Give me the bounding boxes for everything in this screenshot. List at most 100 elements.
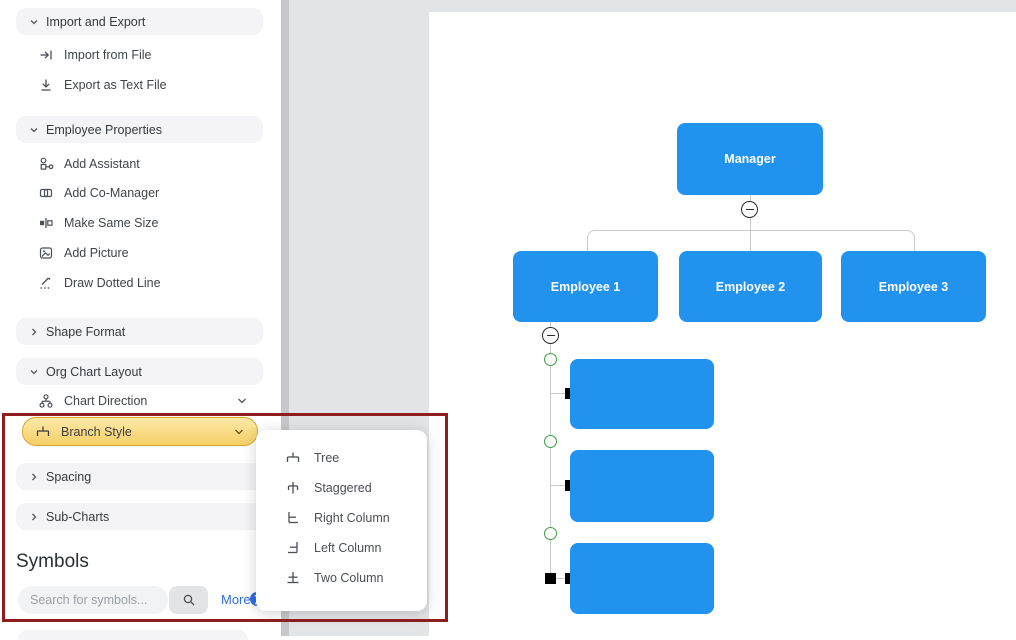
menu-item-add-co-manager[interactable]: Add Co-Manager [38, 184, 159, 201]
node-label: Employee 2 [715, 279, 786, 294]
section-label: Shape Format [46, 324, 126, 339]
dropdown-chart-direction[interactable]: Chart Direction [38, 392, 248, 410]
section-header-import-and-export[interactable]: Import and Export [16, 8, 263, 35]
minus-icon [546, 334, 555, 337]
menu-item-make-same-size[interactable]: Make Same Size [38, 214, 158, 231]
menu-item-label: Add Picture [64, 245, 129, 260]
connector [749, 195, 751, 201]
menu-item-draw-dotted-line[interactable]: Draw Dotted Line [38, 274, 161, 291]
add-co-manager-icon [39, 188, 53, 197]
menu-item-label: Export as Text File [64, 77, 167, 92]
menu-item-right-column[interactable]: Right Column [256, 503, 427, 533]
chevron-down-icon [238, 398, 246, 404]
left-panel: Import and Export Import from File Expor… [0, 0, 281, 640]
connector-stub [550, 393, 566, 394]
section-header-org-chart-layout[interactable]: Org Chart Layout [16, 358, 263, 385]
menu-item-staggered[interactable]: Staggered [256, 473, 427, 503]
node-employee-1[interactable]: Employee 1 [513, 251, 658, 322]
section-header-shape-format[interactable]: Shape Format [16, 318, 263, 345]
dropdown-label: Chart Direction [64, 394, 148, 408]
drawing-page[interactable] [429, 12, 1016, 636]
symbols-heading: Symbols [16, 551, 89, 572]
add-picture-icon [39, 246, 53, 259]
node-label: Employee 1 [550, 279, 621, 294]
collapse-button-employee-1[interactable] [542, 327, 559, 344]
menu-item-label: Make Same Size [64, 215, 159, 230]
symbols-search-input[interactable] [18, 586, 168, 614]
branch-style-menu: Tree Staggered Right Column Left Column [256, 430, 427, 611]
two-column-style-icon [287, 572, 299, 584]
menu-item-label: Left Column [314, 541, 382, 555]
sub-node-2[interactable] [570, 450, 714, 522]
search-icon [183, 594, 194, 606]
connection-point[interactable] [544, 527, 557, 540]
section-label: Employee Properties [46, 122, 163, 137]
dropdown-label: Branch Style [61, 424, 132, 439]
chevron-right-icon [32, 513, 37, 520]
connection-point[interactable] [544, 435, 557, 448]
connection-point[interactable] [544, 353, 557, 366]
panel-scrollbar[interactable] [281, 0, 289, 636]
menu-item-label: Draw Dotted Line [64, 275, 161, 290]
draw-dotted-line-icon [40, 277, 51, 289]
staggered-style-icon [287, 482, 299, 494]
sub-node-1[interactable] [570, 359, 714, 429]
menu-item-tree[interactable]: Tree [256, 443, 427, 473]
chevron-down-icon [30, 127, 38, 132]
menu-item-label: Staggered [314, 481, 372, 495]
connector [549, 322, 551, 327]
partial-section-header[interactable] [18, 630, 248, 640]
export-icon [41, 79, 51, 91]
menu-item-label: Tree [314, 451, 340, 465]
node-label: Manager [724, 152, 776, 166]
section-header-sub-charts[interactable]: Sub-Charts [16, 503, 263, 530]
menu-item-label: Import from File [64, 47, 152, 62]
section-header-spacing[interactable]: Spacing [16, 463, 263, 490]
connector [749, 218, 751, 230]
menu-item-label: Two Column [314, 571, 384, 585]
node-employee-3[interactable]: Employee 3 [841, 251, 986, 322]
import-icon [40, 50, 52, 59]
section-label: Sub-Charts [46, 509, 110, 524]
chevron-down-icon [30, 19, 38, 24]
section-header-employee-properties[interactable]: Employee Properties [16, 116, 263, 143]
connector-bracket [587, 230, 915, 251]
right-column-style-icon [288, 512, 298, 524]
search-button[interactable] [169, 586, 208, 614]
menu-item-import-from-file[interactable]: Import from File [38, 46, 152, 63]
section-label: Org Chart Layout [46, 364, 142, 379]
minus-icon [745, 208, 754, 211]
add-assistant-icon [40, 157, 54, 170]
menu-item-label: Right Column [314, 511, 390, 525]
section-label: Import and Export [46, 14, 146, 29]
collapse-button-manager[interactable] [741, 201, 758, 218]
branch-style-icon [36, 426, 50, 436]
connector-stub [546, 578, 568, 579]
menu-item-export-as-text-file[interactable]: Export as Text File [38, 76, 167, 93]
tree-style-icon [286, 452, 300, 462]
chevron-down-icon [235, 429, 243, 434]
left-column-style-icon [288, 542, 298, 554]
make-same-size-icon [40, 217, 53, 228]
connector-stub [550, 485, 566, 486]
menu-item-label: Add Co-Manager [64, 185, 160, 200]
menu-item-add-picture[interactable]: Add Picture [38, 244, 129, 261]
more-link[interactable]: More [221, 592, 251, 607]
dropdown-branch-style[interactable]: Branch Style [22, 417, 258, 446]
branch-line [549, 344, 551, 578]
section-label: Spacing [46, 469, 92, 484]
chevron-down-icon [30, 369, 38, 374]
chart-direction-icon [39, 394, 53, 408]
node-label: Employee 3 [878, 279, 949, 294]
menu-item-add-assistant[interactable]: Add Assistant [38, 155, 140, 172]
sub-node-3[interactable] [570, 543, 714, 614]
chevron-right-icon [32, 328, 37, 335]
menu-item-two-column[interactable]: Two Column [256, 563, 427, 593]
selection-handle[interactable] [545, 573, 556, 584]
node-employee-2[interactable]: Employee 2 [679, 251, 822, 322]
menu-item-left-column[interactable]: Left Column [256, 533, 427, 563]
menu-item-label: Add Assistant [64, 156, 140, 171]
chevron-right-icon [32, 473, 37, 480]
node-manager[interactable]: Manager [677, 123, 823, 195]
